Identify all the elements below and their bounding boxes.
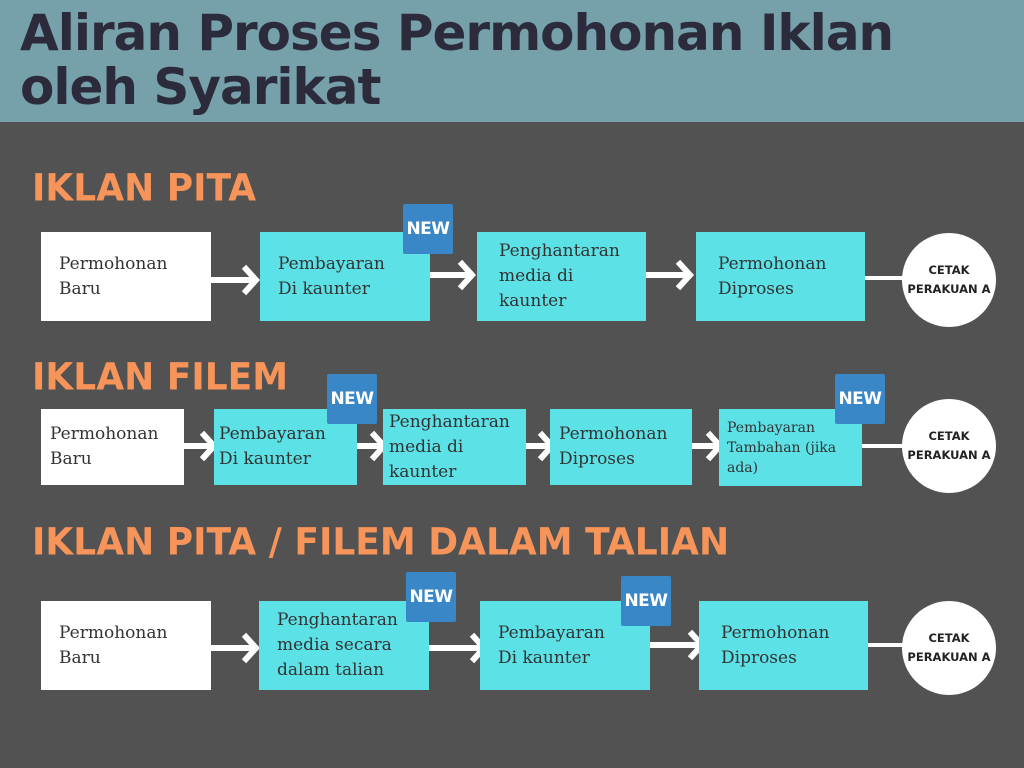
step-pembayaran: Pembayaran Di kaunter	[260, 232, 430, 321]
step-pembayaran-tambahan: Pembayaran Tambahan (jika ada)	[719, 409, 862, 486]
step-text: Permohonan	[559, 424, 668, 444]
end-text: CETAK	[928, 429, 970, 443]
end-text: PERAKUAN A	[907, 282, 991, 296]
end-text: PERAKUAN A	[907, 448, 991, 462]
step-text: media di	[389, 436, 464, 457]
step-text: Permohonan	[718, 253, 827, 274]
step-text: Penghantaran	[499, 241, 620, 261]
step-text: media secara	[277, 635, 392, 655]
step-text: Pembayaran	[498, 622, 605, 643]
step-text: Diproses	[718, 278, 794, 299]
step-permohonan-diproses: Permohonan Diproses	[696, 232, 865, 321]
step-text: ada)	[727, 459, 759, 476]
new-badge: NEW	[621, 576, 671, 626]
step-text: Penghantaran	[277, 610, 398, 630]
step-penghantaran-media: Penghantaran media di kaunter	[477, 232, 646, 321]
step-text: media di	[499, 266, 574, 286]
end-text: CETAK	[928, 263, 970, 277]
section-heading-iklan-filem: IKLAN FILEM	[32, 355, 289, 400]
end-circle-cetak-perakuan: CETAK PERAKUAN A	[902, 601, 996, 695]
step-text: Permohonan	[59, 253, 168, 274]
connector-line	[865, 276, 905, 280]
end-circle-cetak-perakuan: CETAK PERAKUAN A	[902, 399, 996, 493]
end-circle-cetak-perakuan: CETAK PERAKUAN A	[902, 233, 996, 327]
arrows-section-3	[211, 634, 702, 659]
title-line-1: Aliran Proses Permohonan Iklan	[20, 4, 894, 62]
step-text: Permohonan	[50, 424, 159, 444]
section-heading-iklan-pita: IKLAN PITA	[32, 166, 257, 211]
step-text: Diproses	[559, 449, 635, 469]
step-text: Di kaunter	[498, 647, 590, 668]
step-text: Pembayaran	[727, 419, 815, 436]
step-text: Baru	[50, 449, 92, 469]
step-text: Permohonan	[59, 622, 168, 643]
step-text: kaunter	[499, 291, 567, 311]
arrows-section-2	[184, 435, 720, 457]
page-title: Aliran Proses Permohonan Iklan oleh Syar…	[20, 4, 894, 116]
new-badge: NEW	[403, 204, 453, 254]
connector-line	[862, 444, 905, 448]
step-permohonan-baru: Permohonan Baru	[41, 601, 211, 690]
step-text: Tambahan (jika	[727, 439, 837, 456]
step-penghantaran-media: Penghantaran media secara dalam talian	[259, 601, 429, 690]
new-badge: NEW	[835, 374, 885, 424]
new-badge: NEW	[406, 572, 456, 622]
step-permohonan-baru: Permohonan Baru	[41, 232, 211, 321]
step-text: Baru	[59, 278, 101, 299]
connector-line	[868, 643, 905, 647]
step-text: dalam talian	[277, 660, 385, 680]
step-text: Di kaunter	[219, 449, 311, 469]
end-text: PERAKUAN A	[907, 650, 991, 664]
title-line-2: oleh Syarikat	[20, 58, 381, 116]
end-text: CETAK	[928, 631, 970, 645]
step-text: Penghantaran	[389, 411, 510, 432]
step-text: Permohonan	[721, 622, 830, 643]
section-heading-iklan-dalam-talian: IKLAN PITA / FILEM DALAM TALIAN	[32, 520, 730, 565]
step-text: Di kaunter	[278, 278, 370, 299]
step-text: Pembayaran	[278, 253, 385, 274]
step-text: kaunter	[389, 461, 457, 482]
step-permohonan-baru: Permohonan Baru	[41, 409, 184, 485]
step-text: Pembayaran	[219, 424, 326, 444]
step-permohonan-diproses: Permohonan Diproses	[699, 601, 868, 690]
title-banner: Aliran Proses Permohonan Iklan oleh Syar…	[0, 0, 1024, 122]
arrows-section-1	[211, 264, 690, 291]
step-text: Baru	[59, 647, 101, 668]
step-permohonan-diproses: Permohonan Diproses	[550, 409, 692, 485]
step-text: Diproses	[721, 647, 797, 668]
step-penghantaran-media: Penghantaran media di kaunter	[383, 409, 526, 485]
new-badge: NEW	[327, 374, 377, 424]
